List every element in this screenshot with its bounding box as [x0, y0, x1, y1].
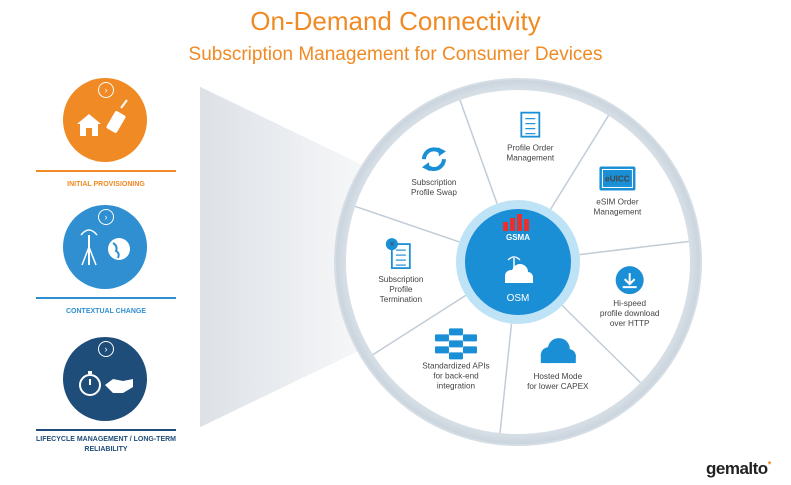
- wheel-divider: [354, 205, 460, 243]
- segment-label: eSIM Order: [596, 197, 639, 206]
- wheel-divider: [549, 115, 610, 210]
- segment-label: for lower CAPEX: [527, 382, 589, 391]
- antenna-and-globe-icon: ›: [63, 205, 147, 289]
- chevron-right-icon: ›: [98, 209, 114, 225]
- segment-label: over HTTP: [610, 319, 650, 328]
- svg-text:eUICC: eUICC: [605, 174, 630, 183]
- step-label: INITIAL PROVISIONING: [67, 181, 145, 188]
- page-title: On-Demand Connectivity: [250, 6, 541, 36]
- document-icon: [520, 111, 541, 138]
- wheel-divider: [579, 240, 689, 256]
- wheel-divider: [561, 304, 642, 384]
- step-label: CONTEXTUAL CHANGE: [66, 308, 146, 315]
- wheel-divider: [459, 99, 498, 204]
- segment-label: Hi-speed: [613, 299, 646, 308]
- cloud-icon: [540, 338, 576, 364]
- wheel-divider: [372, 294, 467, 356]
- step-label: LIFECYCLE MANAGEMENT / LONG-TERM RELIABI…: [36, 436, 176, 453]
- stopwatch-and-handshake-icon: ›: [63, 337, 147, 421]
- wheel-dividers: [354, 99, 689, 434]
- server-icon: [434, 328, 477, 360]
- segment-label: profile download: [600, 309, 660, 318]
- delete-document-icon: ×: [385, 238, 411, 269]
- refresh-icon: [421, 147, 446, 172]
- cloud-antenna-icon: [505, 256, 533, 283]
- chevron-right-icon: ›: [98, 341, 114, 357]
- segment-label: Standardized APIs: [422, 361, 489, 370]
- hub-brand: GSMA: [506, 233, 530, 242]
- download-icon: [615, 266, 644, 295]
- house-and-tag-icon: ›: [63, 78, 147, 162]
- gsma-logo: GSMA: [503, 214, 530, 242]
- segment-label: Termination: [380, 295, 423, 304]
- svg-text:×: ×: [389, 240, 394, 249]
- segment-label: integration: [437, 381, 476, 390]
- segment-label: Hosted Mode: [533, 372, 582, 381]
- segment-label: Profile Order: [507, 144, 554, 153]
- page-subtitle: Subscription Management for Consumer Dev…: [188, 44, 603, 65]
- segment-label: for back-end: [433, 371, 479, 380]
- chevron-right-icon: ›: [98, 82, 114, 98]
- segment-label: Management: [594, 207, 643, 216]
- euicc-chip-icon: eUICC: [599, 166, 636, 191]
- segment-label: Subscription: [411, 178, 457, 187]
- segment-label: Profile: [389, 285, 413, 294]
- hub-circle: [465, 209, 571, 315]
- segment-label: Profile Swap: [411, 188, 457, 197]
- gemalto-logo: gemalto*: [706, 459, 771, 478]
- hub-label: OSM: [507, 293, 530, 304]
- wheel-divider: [499, 323, 513, 434]
- segment-label: Subscription: [378, 275, 424, 284]
- segment-label: Management: [506, 154, 555, 163]
